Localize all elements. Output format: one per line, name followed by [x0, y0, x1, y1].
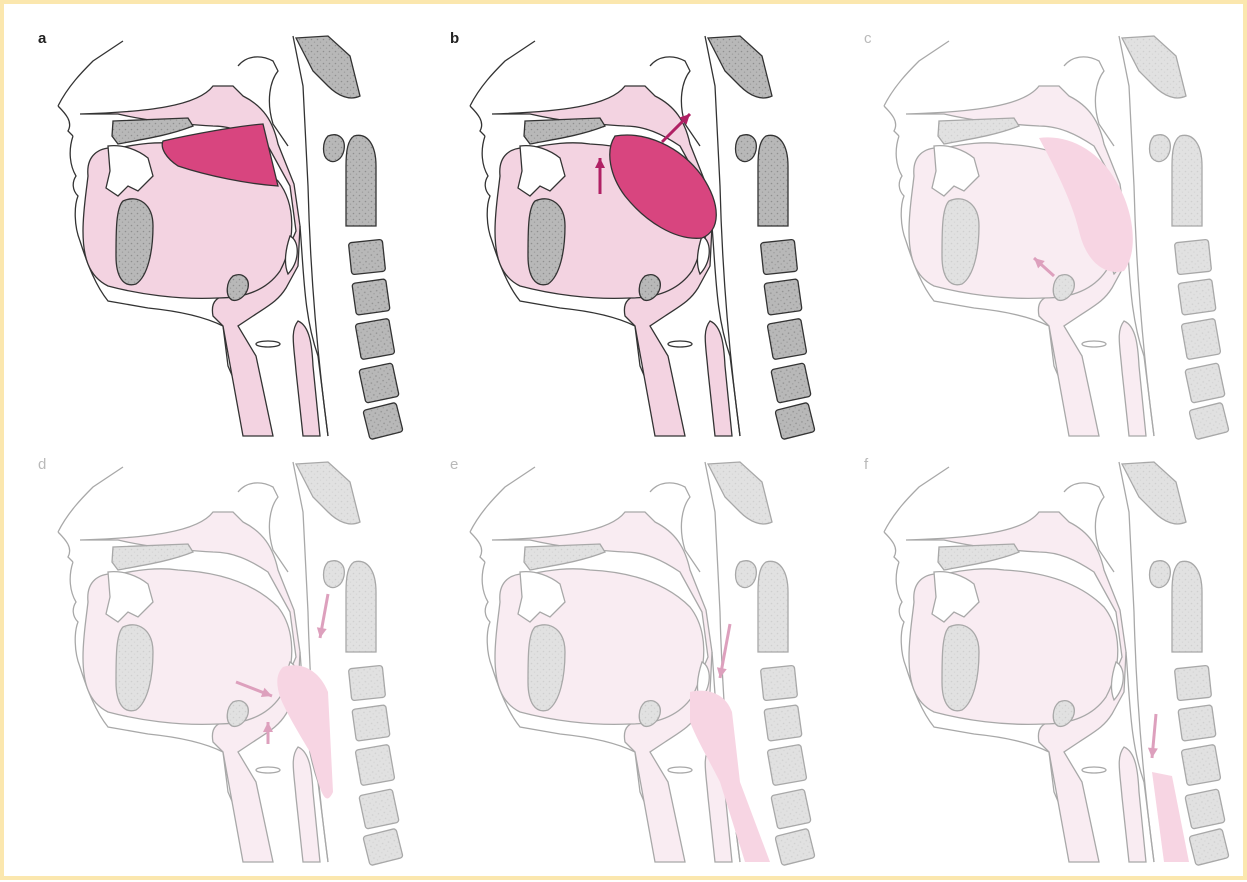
trachea	[705, 321, 732, 436]
vertebra-dens	[758, 135, 788, 226]
panel-d-label: d	[38, 456, 46, 474]
vertebra	[1181, 318, 1221, 359]
skull-base-bone	[708, 462, 772, 524]
panel-e: e	[440, 452, 840, 882]
vocal-fold	[256, 767, 280, 773]
vertebra	[348, 239, 385, 274]
atlas-bone	[736, 561, 757, 588]
vertebra	[771, 789, 811, 829]
vertebra	[771, 363, 811, 403]
hard-palate-bone	[112, 544, 193, 570]
panel-b-drawing	[440, 26, 840, 456]
vertebra	[1174, 239, 1211, 274]
hard-palate-bone	[938, 544, 1019, 570]
vertebra	[1178, 279, 1216, 315]
vertebra	[767, 744, 807, 785]
panel-a: a	[28, 26, 428, 456]
panel-d-drawing	[28, 452, 428, 882]
trachea	[1119, 321, 1146, 436]
vertebra	[1181, 744, 1221, 785]
vertebra	[355, 318, 395, 359]
vocal-fold	[668, 341, 692, 347]
vertebra	[775, 828, 815, 865]
vertebra	[359, 789, 399, 829]
vertebra	[1185, 789, 1225, 829]
vertebra	[1178, 705, 1216, 741]
panel-c: c	[854, 26, 1247, 456]
bolus	[1152, 772, 1189, 862]
vocal-fold	[1082, 767, 1106, 773]
vertebra	[767, 318, 807, 359]
vertebra-dens	[758, 561, 788, 652]
vertebra	[363, 402, 403, 439]
hard-palate-bone	[524, 544, 605, 570]
vertebra	[359, 363, 399, 403]
skull-base-bone	[1122, 36, 1186, 98]
vertebra	[760, 665, 797, 700]
hard-palate-bone	[938, 118, 1019, 144]
trachea	[1119, 747, 1146, 862]
vertebra	[764, 279, 802, 315]
vertebra	[363, 828, 403, 865]
atlas-bone	[324, 561, 345, 588]
panel-c-drawing	[854, 26, 1247, 456]
skull-base-bone	[296, 462, 360, 524]
vertebra-dens	[346, 561, 376, 652]
panel-f-drawing	[854, 452, 1247, 882]
trachea	[293, 321, 320, 436]
atlas-bone	[736, 135, 757, 162]
vertebra	[1185, 363, 1225, 403]
panel-f-label: f	[864, 456, 868, 474]
vertebra-dens	[346, 135, 376, 226]
atlas-bone	[1150, 135, 1171, 162]
vertebra	[1189, 402, 1229, 439]
vertebra	[348, 665, 385, 700]
skull-base-bone	[708, 36, 772, 98]
vertebra-dens	[1172, 135, 1202, 226]
vertebra	[352, 705, 390, 741]
panel-e-drawing	[440, 452, 840, 882]
panel-d: d	[28, 452, 428, 882]
vertebra	[775, 402, 815, 439]
vertebra	[352, 279, 390, 315]
atlas-bone	[1150, 561, 1171, 588]
vertebra-dens	[1172, 561, 1202, 652]
skull-base-bone	[296, 36, 360, 98]
panel-c-label: c	[864, 30, 872, 48]
panel-e-label: e	[450, 456, 458, 474]
skull-base-bone	[1122, 462, 1186, 524]
vertebra	[355, 744, 395, 785]
vocal-fold	[668, 767, 692, 773]
vertebra	[1174, 665, 1211, 700]
vertebra	[764, 705, 802, 741]
vertebra	[760, 239, 797, 274]
hard-palate-bone	[524, 118, 605, 144]
vocal-fold	[1082, 341, 1106, 347]
panel-f: f	[854, 452, 1247, 882]
panel-a-drawing	[28, 26, 428, 456]
atlas-bone	[324, 135, 345, 162]
panel-b-label: b	[450, 30, 459, 48]
panel-b: b	[440, 26, 840, 456]
vocal-fold	[256, 341, 280, 347]
arrow-esophagus-down-head	[1148, 748, 1158, 758]
panel-a-label: a	[38, 30, 46, 48]
vertebra	[1189, 828, 1229, 865]
